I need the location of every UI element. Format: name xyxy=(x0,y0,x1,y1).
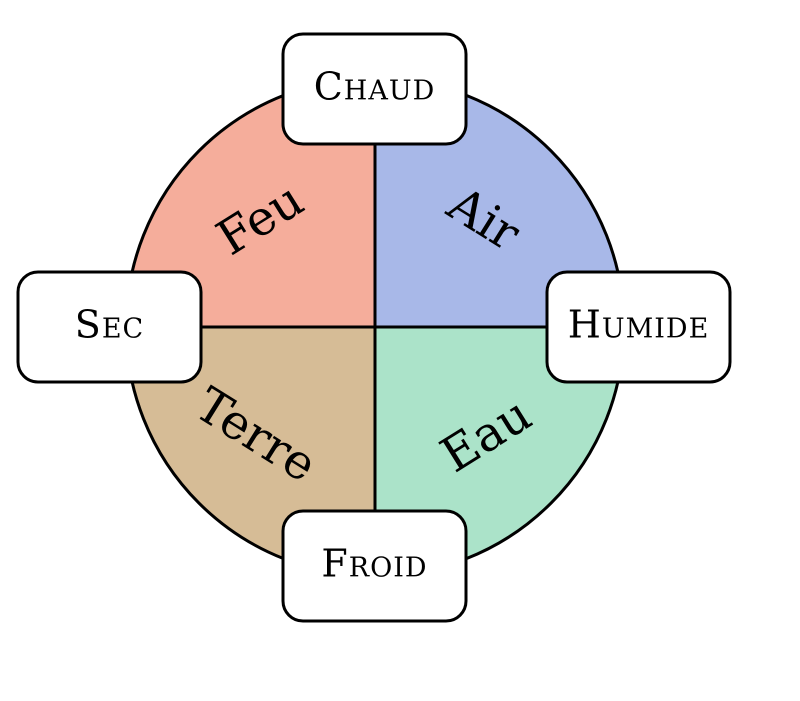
quality-label-wet: Humide xyxy=(568,303,710,347)
quality-label-cold: Froid xyxy=(321,542,427,586)
quality-box-cold: Froid xyxy=(281,509,468,623)
quality-label-dry: Sec xyxy=(75,303,144,347)
quality-box-wet: Humide xyxy=(545,270,732,384)
quality-box-dry: Sec xyxy=(16,270,203,384)
quality-box-hot: Chaud xyxy=(281,32,468,146)
quality-label-hot: Chaud xyxy=(314,65,436,109)
